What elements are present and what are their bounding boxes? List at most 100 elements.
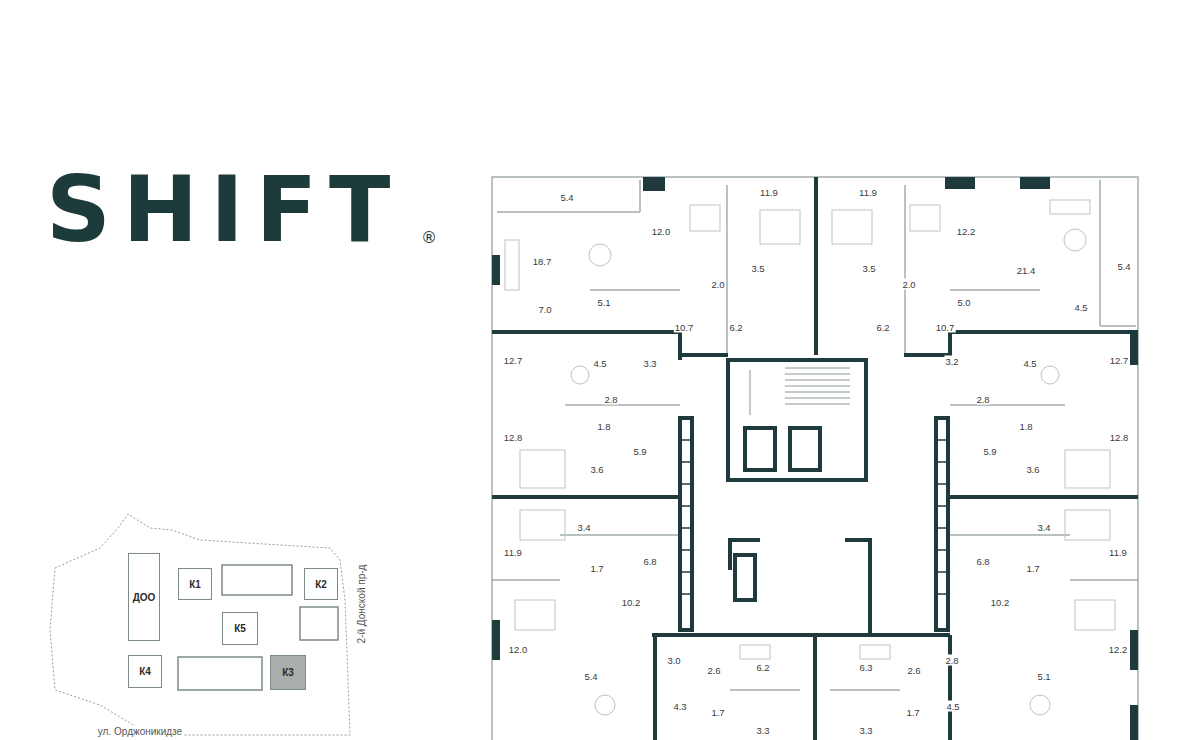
plan-outline-part bbox=[830, 689, 900, 691]
site-boundary bbox=[50, 514, 350, 735]
corridor-hatching-part bbox=[680, 439, 692, 441]
building-box: К4 bbox=[128, 655, 162, 688]
registered-mark: ® bbox=[421, 229, 437, 247]
room-area: 18.7 bbox=[532, 256, 553, 267]
plan-outline-part bbox=[560, 534, 680, 536]
walls-part bbox=[813, 635, 817, 740]
corridor-hatching-part bbox=[936, 439, 948, 441]
walls-part bbox=[745, 428, 775, 470]
corridor-hatching-part bbox=[680, 571, 692, 573]
room-area: 3.5 bbox=[861, 263, 876, 274]
room-area: 3.3 bbox=[858, 725, 873, 736]
room-area: 6.2 bbox=[755, 662, 770, 673]
stairs-part bbox=[785, 404, 850, 405]
room-area: 5.4 bbox=[559, 192, 574, 203]
room-area: 12.0 bbox=[508, 644, 529, 655]
furniture-part bbox=[520, 510, 565, 540]
corridor-hatching-part bbox=[936, 483, 948, 485]
walls bbox=[492, 177, 1138, 740]
room-area: 4.3 bbox=[672, 701, 687, 712]
building-label: К3 bbox=[282, 667, 294, 678]
room-area: 10.2 bbox=[990, 597, 1011, 608]
wall-columns-part bbox=[1020, 177, 1050, 189]
plan-outline-part bbox=[492, 177, 1138, 740]
corridor-hatching-part bbox=[680, 505, 692, 507]
walls-part bbox=[814, 177, 818, 355]
room-area: 3.4 bbox=[1036, 522, 1051, 533]
room-area: 21.4 bbox=[1016, 265, 1037, 276]
wall-columns-part bbox=[643, 177, 665, 191]
stairs-part bbox=[785, 386, 850, 387]
furniture-part bbox=[1065, 510, 1110, 540]
room-area: 12.8 bbox=[503, 432, 524, 443]
wall-columns-part bbox=[1130, 630, 1138, 670]
room-area: 12.8 bbox=[1109, 432, 1130, 443]
room-area: 11.9 bbox=[1108, 547, 1128, 558]
wall-columns bbox=[492, 177, 1138, 740]
plan-outline-part bbox=[492, 579, 560, 581]
plan-outline-part bbox=[590, 289, 680, 291]
walls-part bbox=[845, 540, 870, 635]
room-area: 5.4 bbox=[583, 671, 598, 682]
corridor-hatching-part bbox=[680, 461, 692, 463]
room-area: 1.7 bbox=[710, 707, 725, 718]
room-area: 10.2 bbox=[621, 597, 642, 608]
plan-outline-part bbox=[950, 534, 1070, 536]
street-name: ул. Орджоникидзе bbox=[96, 726, 184, 738]
building-box: ДОО bbox=[128, 553, 160, 641]
corridor-hatching-part bbox=[936, 527, 948, 529]
walls-part bbox=[680, 353, 728, 357]
corridor-hatching-part bbox=[680, 527, 692, 529]
room-area: 3.5 bbox=[750, 263, 765, 274]
plan-outline-part bbox=[565, 404, 680, 406]
room-area: 6.2 bbox=[728, 322, 743, 333]
wall-columns-part bbox=[1130, 330, 1138, 365]
wall-columns-part bbox=[492, 255, 500, 285]
room-area: 5.1 bbox=[1036, 671, 1051, 682]
furniture-part bbox=[910, 205, 940, 231]
walls-part bbox=[652, 633, 950, 637]
room-area: 4.5 bbox=[1022, 358, 1037, 369]
room-area: 3.2 bbox=[944, 356, 959, 367]
stairs-part bbox=[785, 392, 850, 393]
building-label: К2 bbox=[315, 579, 327, 590]
room-area: 12.7 bbox=[1109, 355, 1130, 366]
furniture-part bbox=[571, 366, 589, 384]
street-name: 2-й Донской пр-д bbox=[356, 563, 368, 646]
corridor-hatching bbox=[680, 440, 948, 594]
walls-part bbox=[492, 330, 680, 334]
building bbox=[300, 607, 338, 640]
building-label: ДОО bbox=[133, 592, 156, 603]
room-area: 6.2 bbox=[875, 322, 890, 333]
building-label: К4 bbox=[139, 666, 151, 677]
furniture-part bbox=[505, 240, 519, 290]
corridor-hatching-part bbox=[936, 571, 948, 573]
walls-part bbox=[735, 555, 755, 600]
plan-outline-part bbox=[950, 289, 1040, 291]
room-area: 2.0 bbox=[710, 279, 725, 290]
room-area: 3.0 bbox=[666, 655, 681, 666]
walls-part bbox=[680, 418, 692, 630]
corridor-hatching-part bbox=[936, 549, 948, 551]
furniture-part bbox=[589, 244, 611, 266]
room-area: 1.7 bbox=[589, 563, 604, 574]
room-area: 2.8 bbox=[603, 394, 618, 405]
room-area: 1.7 bbox=[1025, 563, 1040, 574]
walls-part bbox=[790, 428, 820, 470]
site-plan bbox=[50, 514, 350, 735]
building-box: К1 bbox=[178, 568, 212, 600]
room-area: 4.5 bbox=[945, 701, 960, 712]
stairs-part bbox=[785, 374, 850, 375]
stairs-part bbox=[785, 380, 850, 381]
room-area: 2.8 bbox=[944, 655, 959, 666]
wall-columns-part bbox=[945, 177, 975, 189]
room-area: 3.6 bbox=[589, 464, 604, 475]
walls-part bbox=[950, 495, 1138, 499]
furniture-part bbox=[860, 645, 890, 659]
room-area: 6.3 bbox=[858, 662, 873, 673]
room-area: 2.6 bbox=[906, 665, 921, 676]
plan-outline-part bbox=[1070, 579, 1138, 581]
room-area: 12.2 bbox=[1108, 644, 1129, 655]
furniture-part bbox=[520, 450, 565, 488]
